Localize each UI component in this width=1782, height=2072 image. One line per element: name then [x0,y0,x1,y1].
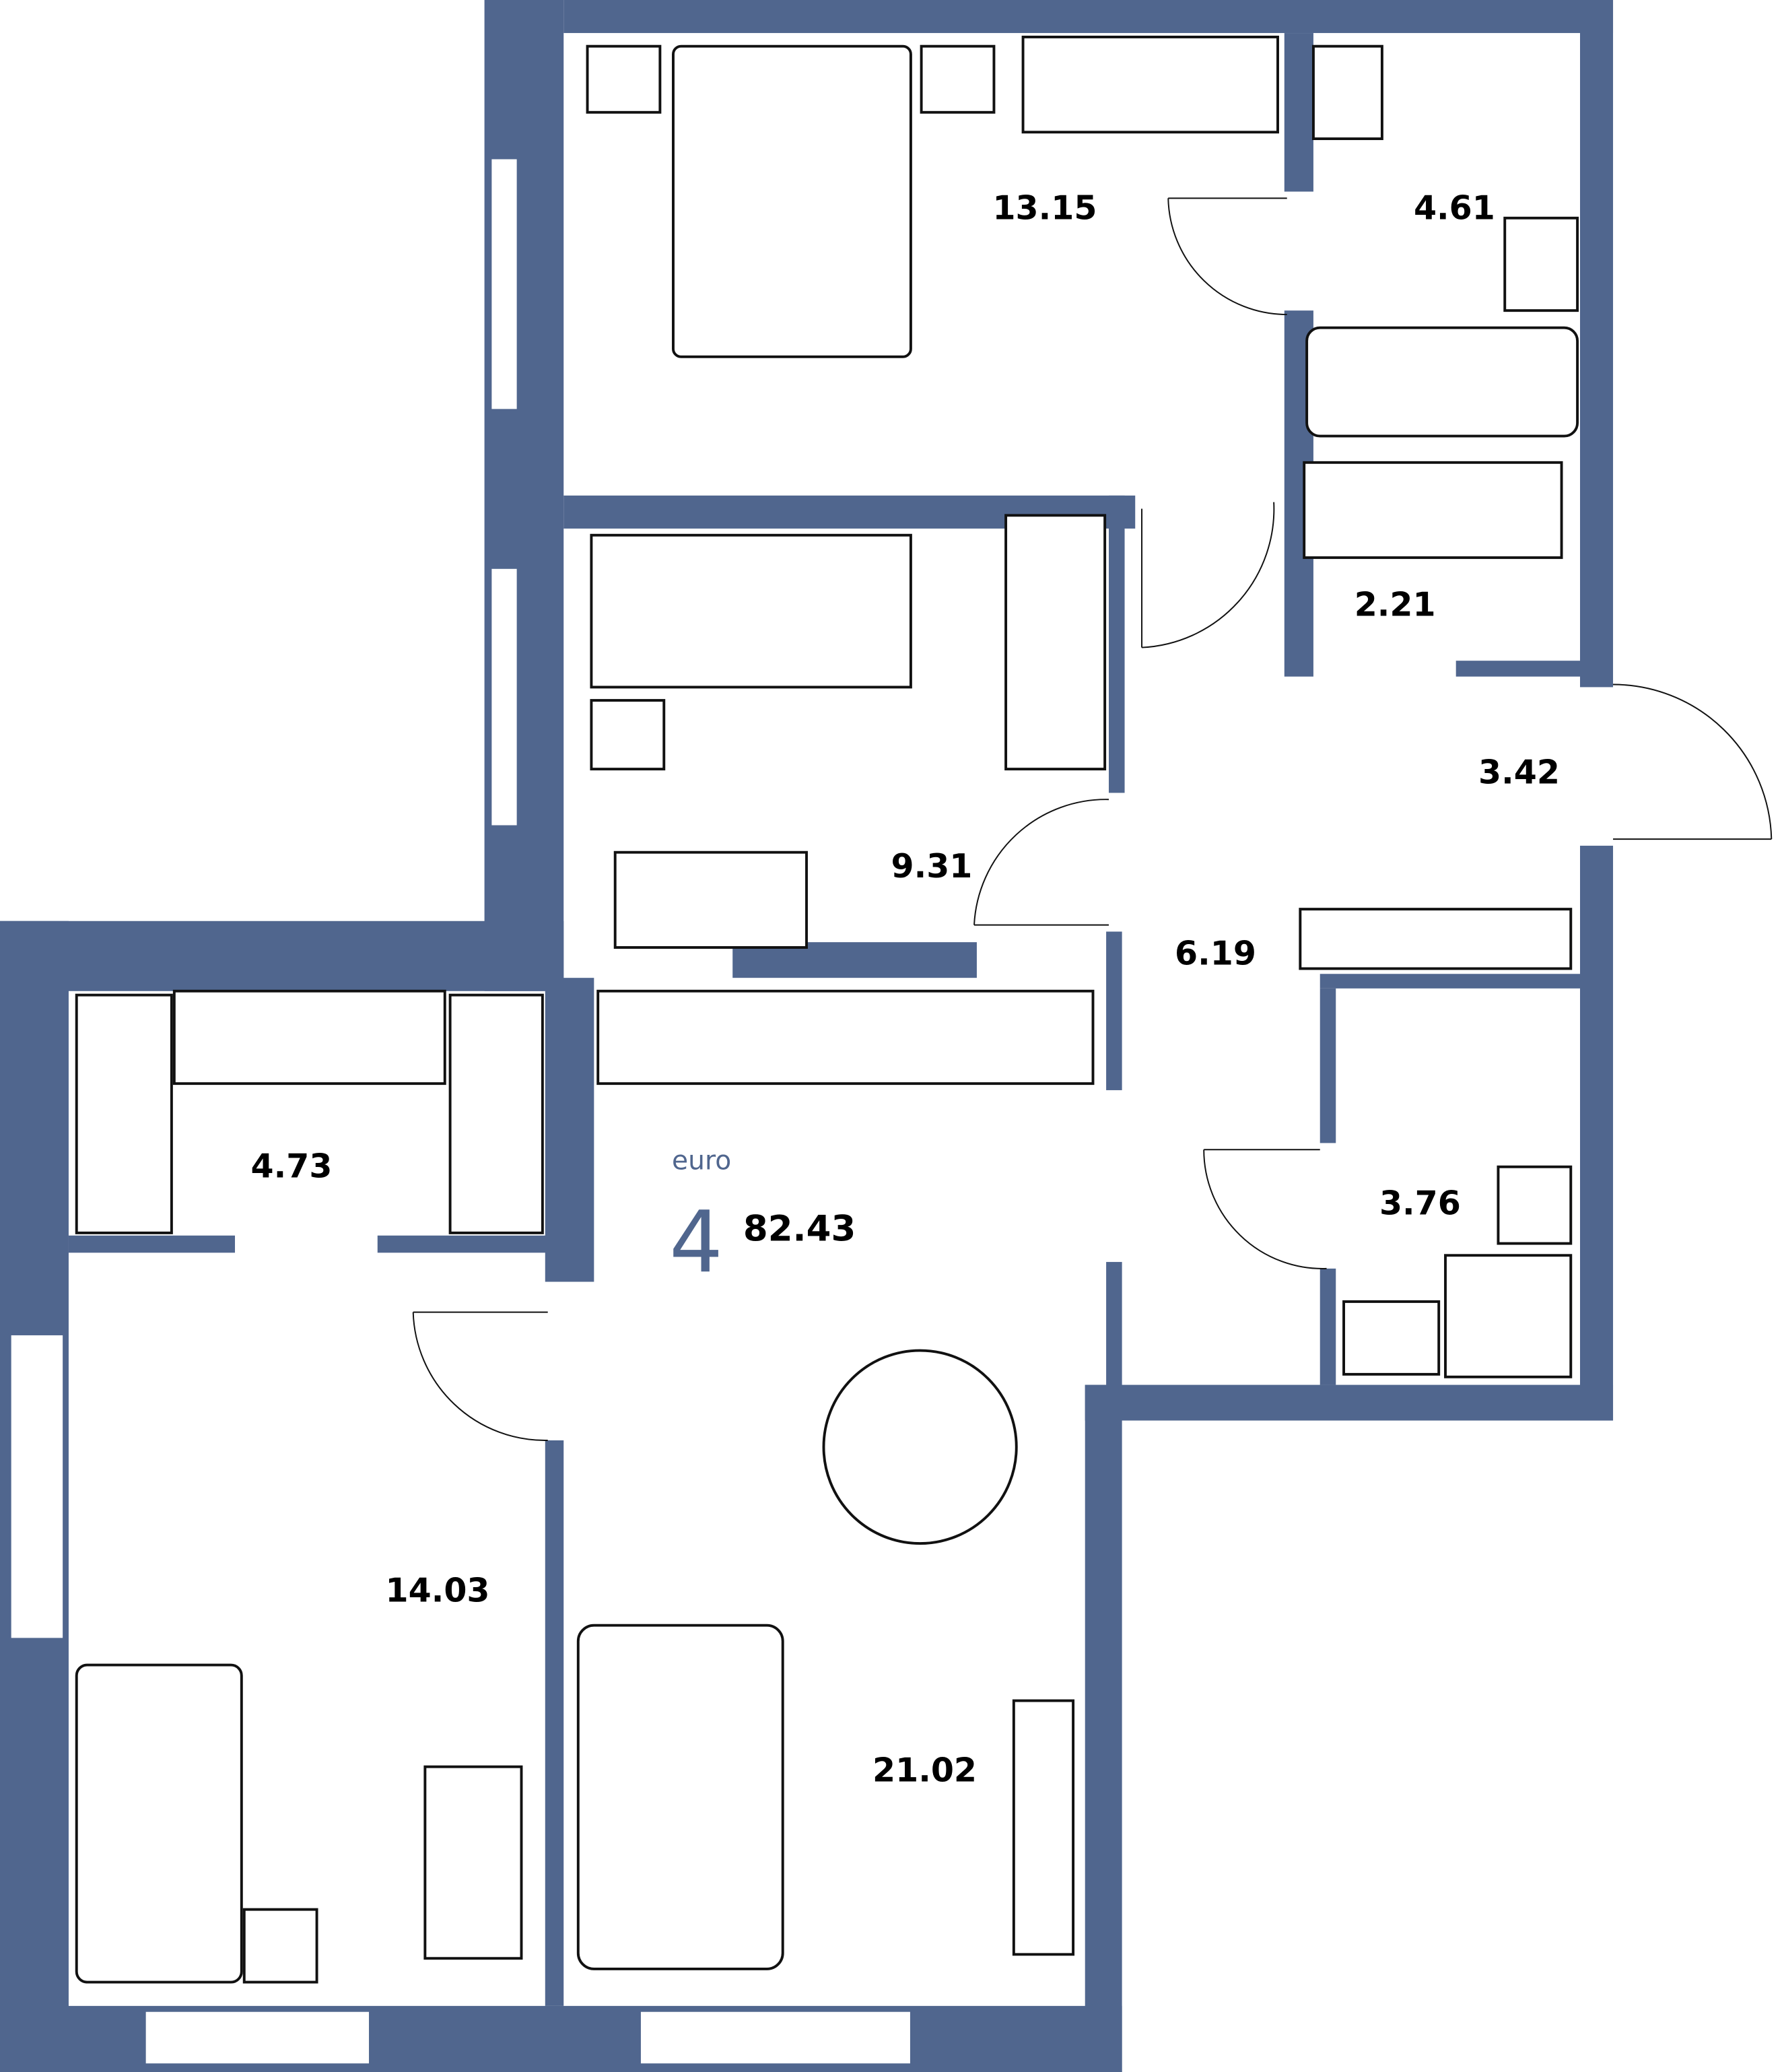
wardrobe-icon [448,993,544,1234]
washing-machine-icon [1311,44,1383,141]
doors [412,197,1773,1441]
desk-icon [613,850,808,949]
area-bathroom-small: 3.76 [1379,1183,1461,1222]
area-bathroom-top: 4.61 [1414,189,1495,228]
shower-icon [1444,1254,1573,1378]
wardrobe-icon [75,993,173,1234]
dining-table-icon [822,1349,1018,1545]
tv-stand-icon [1012,1699,1075,1956]
wardrobe-icon [1021,35,1279,134]
wardrobe-icon [1303,461,1563,560]
area-wardrobe: 4.73 [251,1146,333,1185]
area-storage: 2.21 [1355,584,1436,624]
wardrobe-icon [1004,514,1107,771]
radiator-icon [1299,908,1573,970]
washing-machine-icon [1342,1300,1441,1376]
area-hallway: 6.19 [1175,934,1256,973]
kitchen-counter-icon [596,989,1095,1085]
sink-icon [1497,1165,1573,1245]
desk-icon [423,1765,523,1960]
total-area: 82.43 [743,1209,856,1250]
sofa-icon [576,1624,784,1970]
bathtub-icon [1305,326,1579,438]
wardrobe-icon [172,989,446,1085]
sink-icon [1503,216,1579,312]
area-entrance: 3.42 [1478,753,1560,792]
bed-icon [672,44,912,358]
area-bedroom-bottom: 14.03 [386,1570,490,1609]
bed-icon [590,533,912,689]
area-bedroom-middle: 9.31 [891,846,973,885]
area-bedroom-top: 13.15 [992,189,1097,228]
windows [9,158,912,2065]
room-labels: 13.15 4.61 2.21 3.42 9.31 6.19 4.73 3.76… [251,189,1560,1790]
area-living-kitchen: 21.02 [872,1750,977,1789]
rooms-count: 4 [669,1193,723,1292]
bed-icon [75,1663,243,1984]
plan-type-label: euro [672,1146,731,1176]
furniture [75,35,1579,1984]
